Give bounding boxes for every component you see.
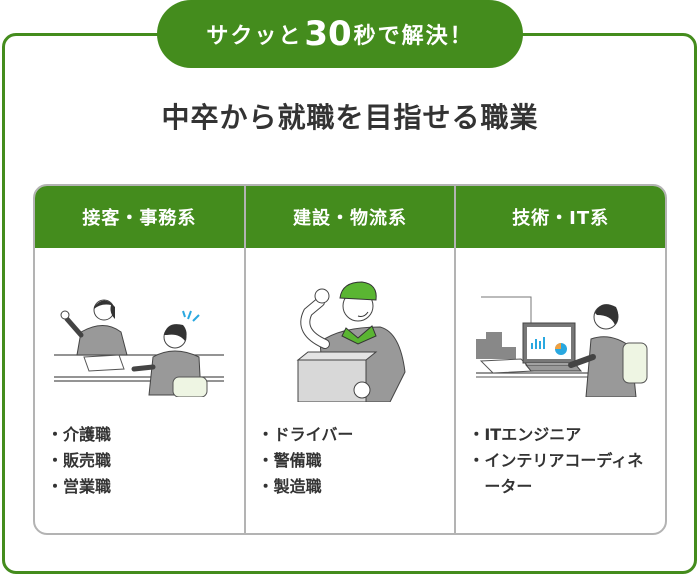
column-header: 技術・IT系 — [456, 186, 665, 248]
column-tech-it: 技術・IT系 — [456, 186, 665, 533]
list-item: ・介護職 — [47, 425, 112, 444]
list-item: ・警備職 — [257, 451, 322, 470]
column-header: 接客・事務系 — [35, 186, 244, 248]
job-list: ・介護職 ・販売職 ・営業職 — [47, 422, 232, 500]
list-item: ・製造職 — [257, 477, 322, 496]
list-item: ・インテリアコーディネーター — [468, 451, 644, 496]
header-badge: サクッと 30 秒で解決！ — [157, 0, 523, 68]
badge-suffix: 秒で解決！ — [353, 24, 474, 49]
list-item: ・販売職 — [47, 451, 112, 470]
badge-number: 30 — [304, 14, 352, 54]
jobs-table: 接客・事務系 — [33, 184, 667, 535]
column-construction-logistics: 建設・物流系 — [245, 186, 457, 533]
badge-prefix: サクッと — [206, 24, 303, 49]
list-item: ・ドライバー — [257, 425, 354, 444]
job-list: ・ドライバー ・警備職 ・製造職 — [258, 422, 443, 500]
column-service-office: 接客・事務系 — [35, 186, 246, 533]
list-item: ・ITエンジニア — [468, 425, 582, 444]
list-item: ・営業職 — [47, 477, 112, 496]
job-list: ・ITエンジニア ・インテリアコーディネーター — [468, 422, 653, 500]
delivery-worker-illustration — [258, 262, 443, 412]
office-conversation-illustration — [47, 262, 232, 412]
column-header: 建設・物流系 — [245, 186, 455, 248]
computer-worker-illustration — [468, 262, 653, 412]
page-title: 中卒から就職を目指せる職業 — [161, 101, 539, 134]
